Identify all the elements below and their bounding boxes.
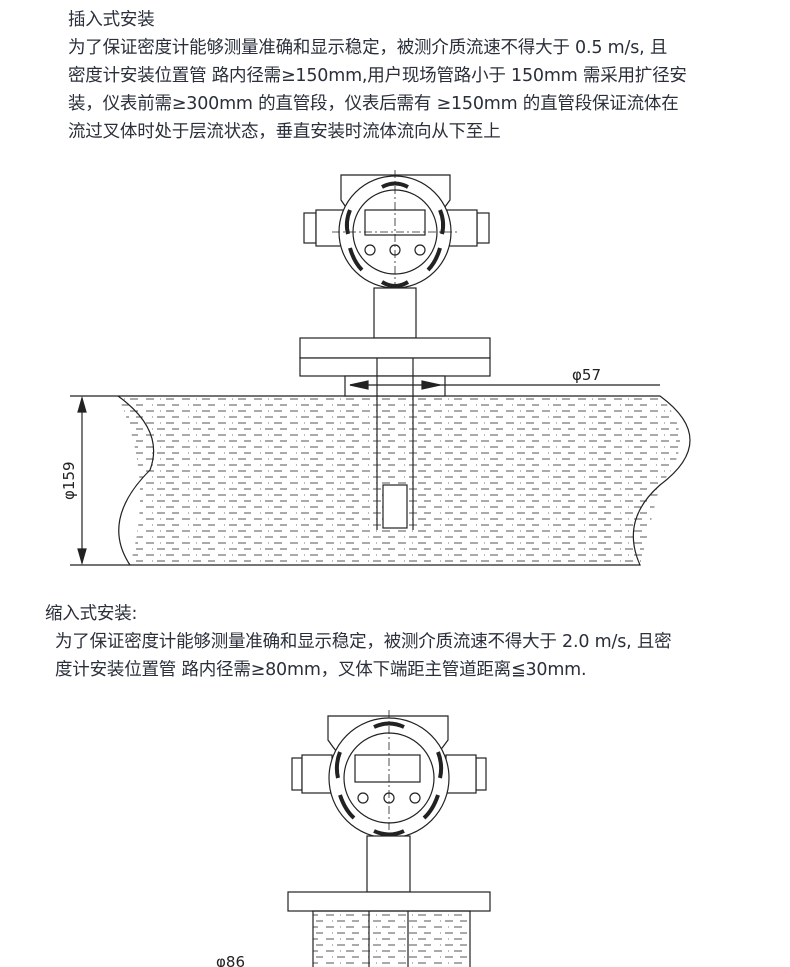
dim-pipe-bore: φ57	[572, 366, 601, 384]
retraction-text-line: 度计安装位置管 路内径需≥80mm，叉体下端距主管道距离≦30mm.	[55, 660, 587, 680]
retraction-heading: 缩入式安装:	[45, 604, 138, 624]
dim-pipe-retraction: φ86	[216, 953, 245, 967]
pipe-outline	[117, 395, 691, 566]
insertion-text-line: 流过叉体时处于层流状态，垂直安装时流体流向从下至上	[68, 122, 501, 142]
pipe-liquid	[118, 396, 680, 565]
insertion-text-line: 装，仪表前需≥300mm 的直管段，仪表后需有 ≥150mm 的直管段保证流体在	[68, 94, 679, 114]
insertion-text-line: 为了保证密度计能够测量准确和显示稳定，被测介质流速不得大于 0.5 m/s, 且	[68, 38, 668, 58]
insertion-text-line: 密度计安装位置管 路内径需≥150mm,用户现场管路小于 150mm 需采用扩径…	[68, 66, 687, 86]
dim-pipe-diameter: φ159	[60, 461, 78, 500]
retraction-text-line: 为了保证密度计能够测量准确和显示稳定，被测介质流速不得大于 2.0 m/s, 且…	[55, 632, 672, 652]
retraction-drawing	[287, 710, 491, 967]
insertion-heading: 插入式安装	[68, 10, 155, 30]
insertion-drawing	[70, 170, 691, 566]
